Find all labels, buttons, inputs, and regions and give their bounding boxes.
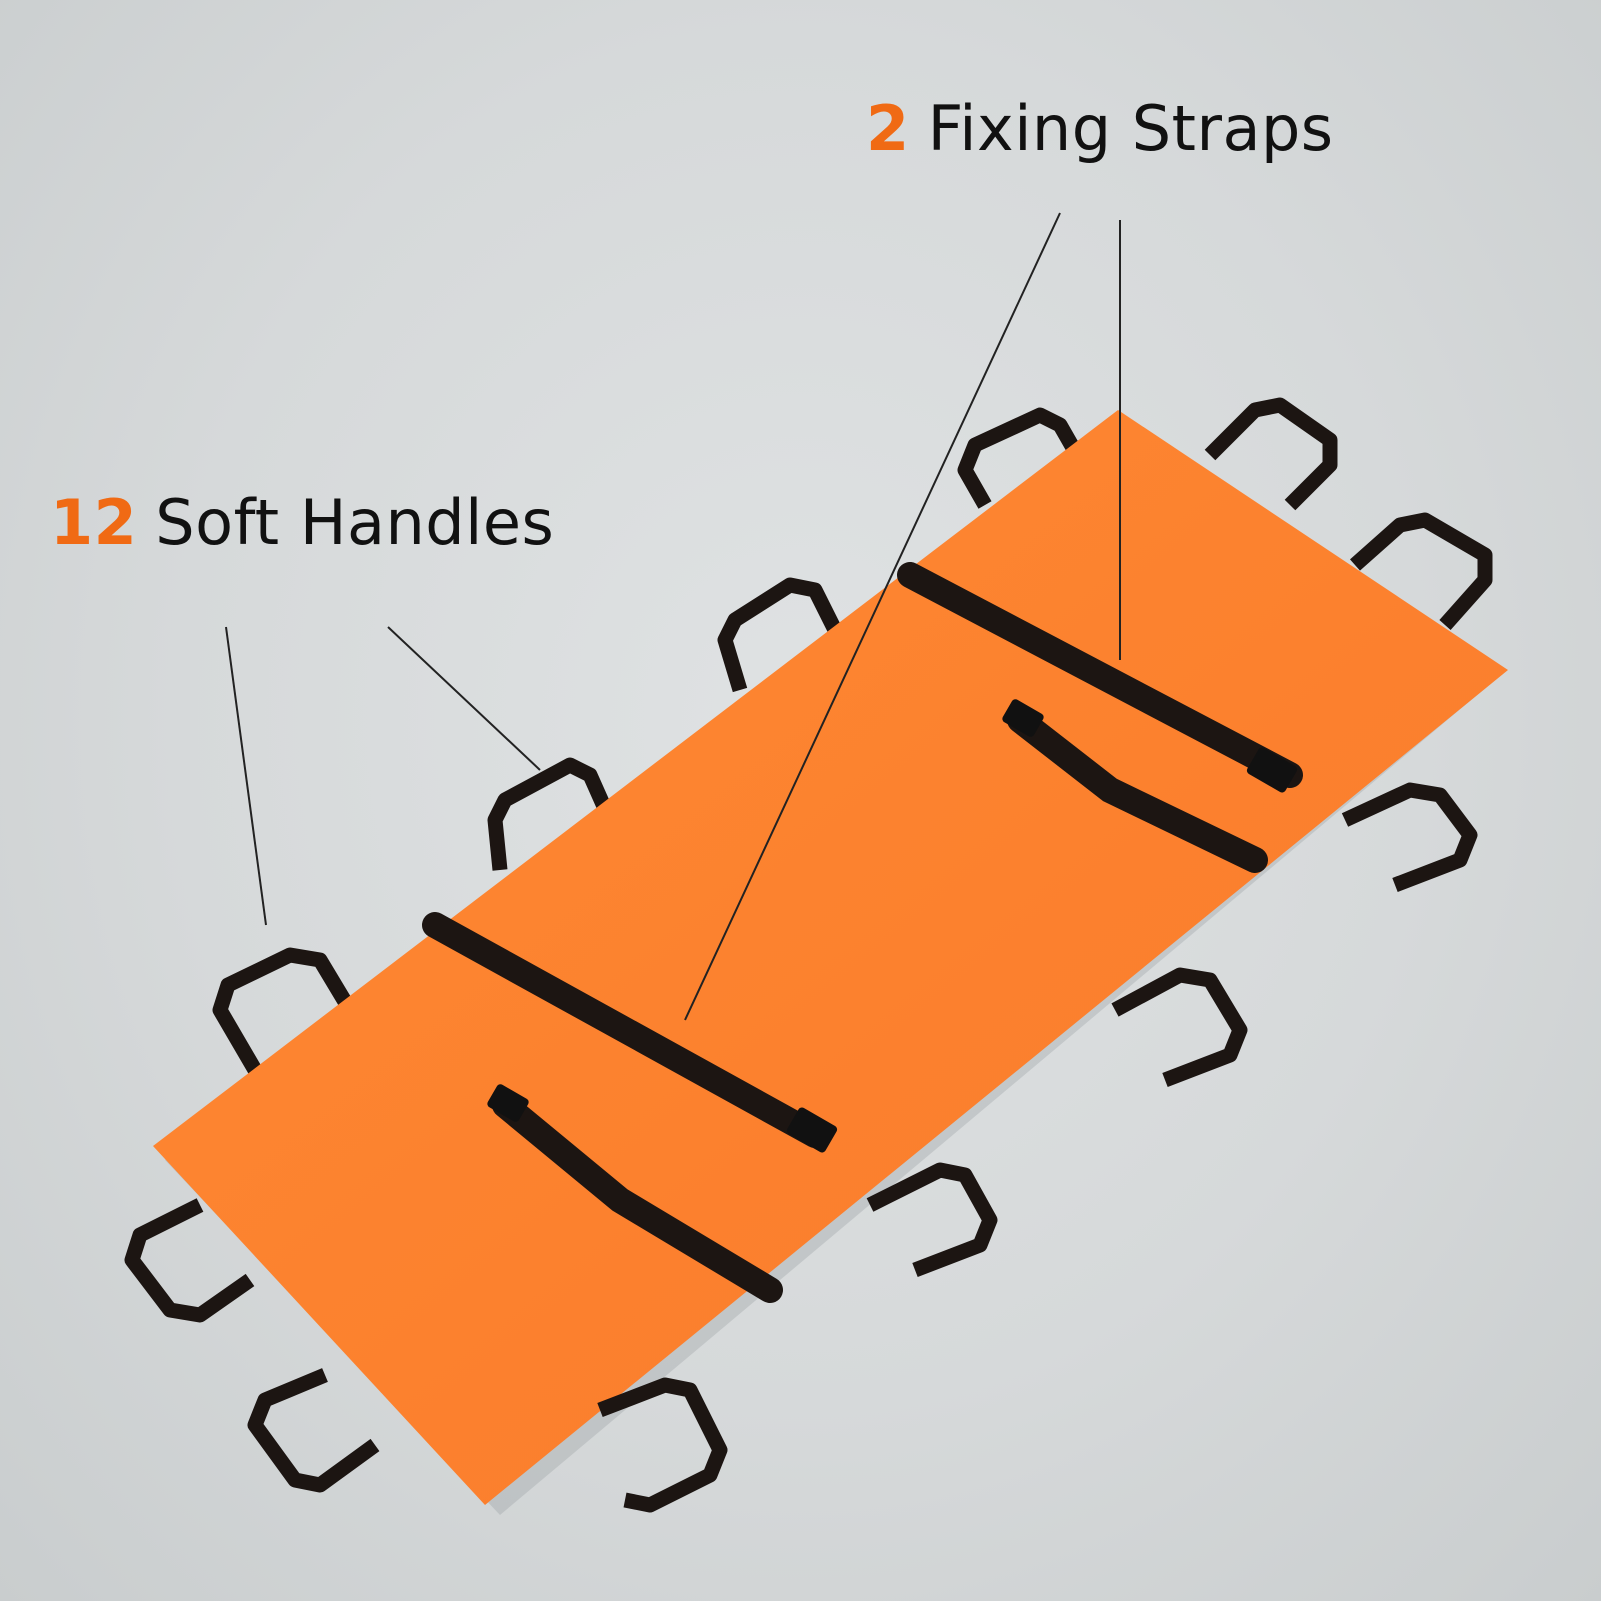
handles-right-side xyxy=(597,782,1478,1513)
soft-handle xyxy=(212,947,357,1074)
soft-handle xyxy=(247,1368,380,1493)
soft-handle xyxy=(1111,967,1248,1088)
leader-lines xyxy=(225,212,1121,1021)
leader-line-handles-2 xyxy=(387,626,541,771)
handles-left-side xyxy=(212,407,1087,1074)
handles-top-end xyxy=(1204,397,1493,630)
buckle xyxy=(487,1084,529,1122)
buckle xyxy=(1246,747,1298,793)
fixing-strap-lower xyxy=(422,912,838,1303)
leader-line-straps-1 xyxy=(684,212,1061,1021)
soft-handle xyxy=(866,1162,998,1278)
buckle xyxy=(786,1107,838,1153)
soft-handle xyxy=(717,577,847,693)
straps-label: Fixing Straps xyxy=(927,92,1334,165)
handles-bottom-end xyxy=(124,1198,380,1493)
stretcher-sheet xyxy=(153,410,1508,1505)
strap-band xyxy=(422,912,828,1303)
soft-handle xyxy=(487,757,617,871)
handles-label: Soft Handles xyxy=(155,486,555,559)
soft-handle xyxy=(597,1377,728,1513)
soft-handle xyxy=(1341,782,1478,893)
soft-handle xyxy=(1204,397,1338,511)
leader-line-handles-1 xyxy=(225,626,267,926)
soft-handle xyxy=(957,407,1087,509)
handles-count: 12 xyxy=(50,486,138,559)
straps-count: 2 xyxy=(866,92,910,165)
buckle xyxy=(1002,699,1044,737)
strap-band xyxy=(897,562,1303,873)
soft-handle xyxy=(1350,512,1493,630)
soft-handle xyxy=(124,1198,255,1323)
fixing-strap-upper xyxy=(897,562,1303,873)
